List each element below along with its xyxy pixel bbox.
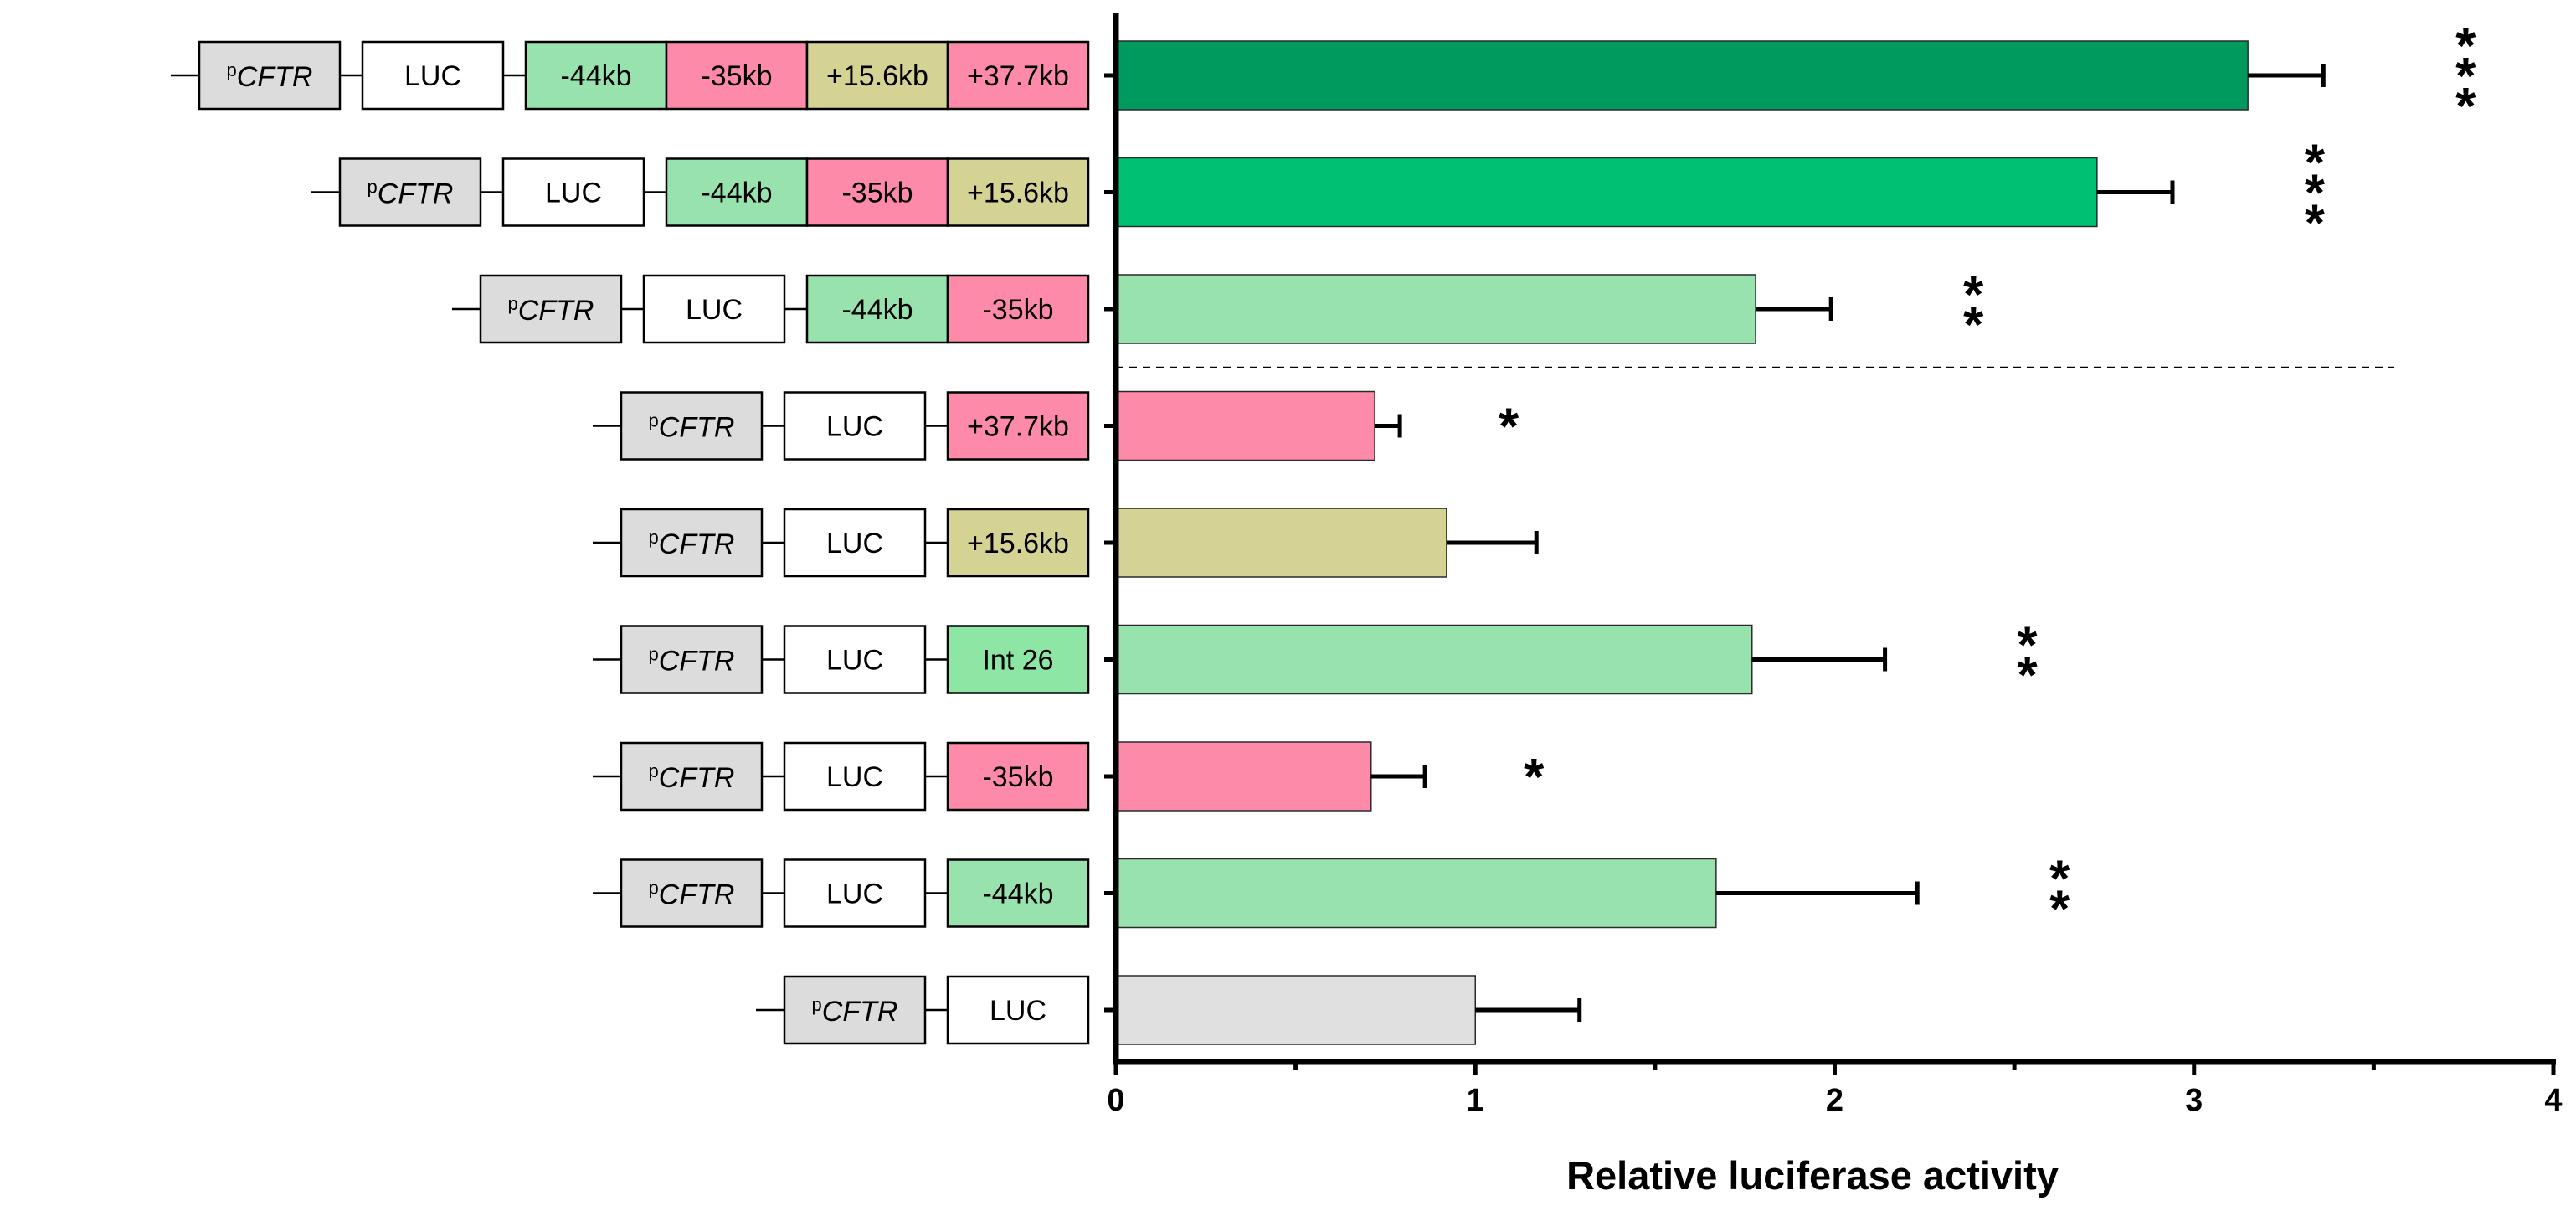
element-box-156kb — [946, 157, 1090, 227]
element-box-35kb — [946, 741, 1090, 812]
bar — [1115, 157, 2098, 228]
element-label: LUC — [826, 645, 883, 677]
element-label: LUC — [826, 411, 883, 443]
element-box-35kb — [805, 157, 949, 227]
x-tick-label: 2 — [1826, 1083, 1843, 1118]
promoter-label: pCFTR — [649, 527, 735, 560]
significance-label: *** — [2305, 135, 2326, 253]
element-box-pcftr — [620, 508, 764, 578]
element-box-luc — [642, 274, 786, 344]
element-box-pcftr — [620, 858, 764, 928]
significance-label: ** — [2049, 851, 2070, 939]
element-label: -44kb — [982, 879, 1053, 910]
x-tick-label: 0 — [1107, 1083, 1124, 1118]
element-label: -35kb — [982, 761, 1053, 793]
significance-label: ** — [1963, 266, 1984, 354]
element-box-35kb — [665, 40, 809, 111]
axes: 0 1 2 3 4 — [1104, 13, 2563, 1118]
construct-diagrams: pCFTR LUC -44kb -35kb +15.6kb +37.7kb pCFTR LUC… — [171, 40, 1090, 1045]
element-label: +15.6kb — [826, 60, 928, 92]
element-label: -35kb — [701, 60, 772, 92]
bar — [1115, 508, 1447, 578]
element-box-377kb — [946, 40, 1090, 111]
element-label: +37.7kb — [967, 60, 1069, 92]
promoter-label: pCFTR — [649, 878, 735, 911]
element-box-luc — [783, 858, 927, 928]
element-box-luc — [783, 508, 927, 578]
element-box-156kb — [805, 40, 949, 111]
element-label: LUC — [826, 528, 883, 559]
promoter-label: pCFTR — [368, 177, 454, 210]
significance-label: * — [1499, 399, 1519, 456]
element-label: +37.7kb — [967, 411, 1069, 443]
element-box-luc — [783, 625, 927, 694]
x-tick-label: 3 — [2185, 1083, 2203, 1118]
element-box-luc — [361, 40, 505, 111]
element-box-int26 — [946, 625, 1090, 694]
promoter-label: pCFTR — [649, 410, 735, 444]
element-box-pcftr — [338, 157, 482, 227]
promoter-label: pCFTR — [812, 994, 898, 1028]
significance-label: *** — [2455, 18, 2476, 136]
element-label: LUC — [826, 761, 883, 793]
promoter-label: pCFTR — [649, 760, 735, 794]
bar — [1115, 858, 1717, 929]
element-label: -44kb — [701, 178, 772, 209]
promoter-label: pCFTR — [508, 293, 594, 327]
element-label: -35kb — [982, 294, 1053, 326]
element-label: -44kb — [560, 60, 631, 92]
element-label: LUC — [545, 178, 602, 209]
bar — [1115, 741, 1372, 812]
element-box-44kb — [524, 40, 668, 111]
element-box-35kb — [946, 274, 1090, 344]
element-label: -35kb — [841, 178, 913, 209]
element-box-pcftr — [479, 274, 623, 344]
promoter-label: pCFTR — [227, 59, 313, 93]
bar — [1115, 975, 1476, 1045]
element-label: LUC — [686, 294, 743, 326]
element-box-luc — [501, 157, 645, 227]
element-label: -44kb — [841, 294, 913, 326]
element-box-44kb — [946, 858, 1090, 928]
element-box-pcftr — [783, 975, 927, 1045]
bar — [1115, 40, 2249, 111]
x-tick-label: 4 — [2544, 1083, 2562, 1118]
element-label: +15.6kb — [967, 178, 1069, 209]
element-label: LUC — [404, 60, 461, 92]
bar-series: ************** — [1115, 18, 2476, 1045]
element-box-luc — [783, 741, 927, 812]
element-box-pcftr — [198, 40, 342, 111]
element-label: +15.6kb — [967, 528, 1069, 559]
element-box-44kb — [665, 157, 809, 227]
element-box-luc — [783, 391, 927, 461]
bar — [1115, 624, 1753, 695]
element-box-luc — [946, 975, 1090, 1045]
bar — [1115, 274, 1756, 344]
x-axis-label: Relative luciferase activity — [1566, 1153, 2059, 1198]
significance-label: * — [1524, 749, 1545, 806]
significance-label: ** — [2018, 617, 2039, 705]
element-box-pcftr — [620, 625, 764, 694]
element-box-pcftr — [620, 391, 764, 461]
bar — [1115, 390, 1375, 461]
element-label: LUC — [990, 995, 1046, 1027]
element-label: Int 26 — [982, 645, 1053, 677]
element-label: LUC — [826, 879, 883, 910]
x-tick-label: 1 — [1467, 1083, 1484, 1118]
element-box-377kb — [946, 391, 1090, 461]
promoter-label: pCFTR — [649, 644, 735, 678]
element-box-156kb — [946, 508, 1090, 578]
element-box-pcftr — [620, 741, 764, 812]
